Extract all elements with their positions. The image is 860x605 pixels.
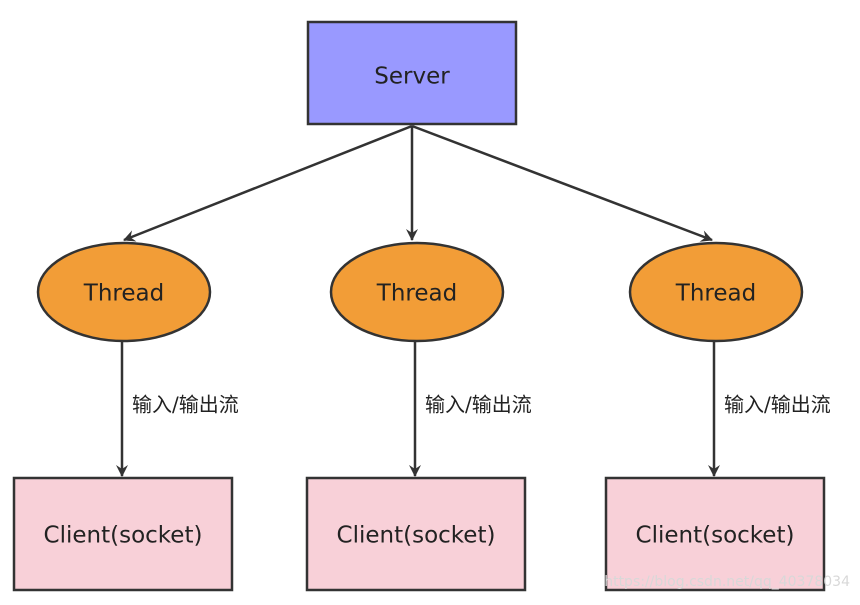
edge-server-thread-1: [123, 124, 413, 242]
stream-label-3: 输入/输出流: [724, 393, 831, 417]
server-label: Server: [374, 64, 450, 90]
client-label: Client(socket): [44, 523, 203, 549]
thread-label: Thread: [376, 281, 457, 307]
thread-node-3: Thread: [628, 241, 804, 343]
client-node-3: Client(socket): [604, 476, 826, 592]
thread-label: Thread: [675, 281, 756, 307]
client-label: Client(socket): [337, 523, 496, 549]
edge-server-thread-3: [411, 124, 713, 242]
watermark-text: https://blog.csdn.net/qq_40378034: [604, 574, 850, 590]
client-node-1: Client(socket): [12, 476, 234, 592]
thread-node-1: Thread: [36, 241, 212, 343]
server-node: Server: [306, 20, 518, 126]
client-label: Client(socket): [636, 523, 795, 549]
stream-label-2: 输入/输出流: [425, 393, 532, 417]
client-node-2: Client(socket): [305, 476, 527, 592]
thread-label: Thread: [83, 281, 164, 307]
thread-node-2: Thread: [329, 241, 505, 343]
stream-label-1: 输入/输出流: [132, 393, 239, 417]
